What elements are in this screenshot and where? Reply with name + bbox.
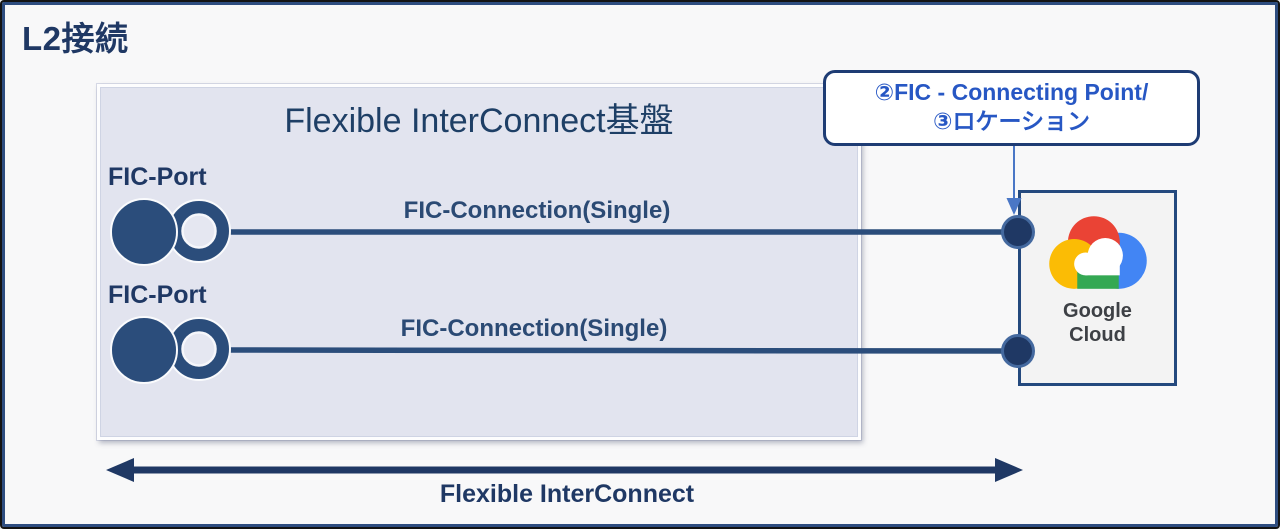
callout-box: ②FIC - Connecting Point/ ③ロケーション [823, 70, 1200, 146]
double-arrow-icon [106, 458, 1023, 482]
platform-box-title: Flexible InterConnect基盤 [284, 102, 674, 140]
page-title: L2接続 [22, 20, 129, 57]
fic-connection-label-1: FIC-Connection(Single) [403, 197, 671, 224]
cloud-provider-name: Google Cloud [1063, 300, 1132, 347]
callout-line1: ②FIC - Connecting Point/ [874, 79, 1149, 105]
cloud-provider-name-line1: Google [1063, 300, 1132, 322]
flexible-interconnect-span-label: Flexible InterConnect [439, 480, 695, 508]
flexible-interconnect-platform-box: Flexible InterConnect基盤 [97, 84, 861, 440]
fic-connection-label-2: FIC-Connection(Single) [400, 315, 668, 342]
fic-port-label-2: FIC-Port [108, 281, 207, 309]
callout-line2: ③ロケーション [932, 107, 1090, 134]
google-cloud-box: Google Cloud [1018, 190, 1177, 386]
google-cloud-logo-icon [1048, 216, 1147, 289]
cloud-provider-name-line2: Cloud [1069, 323, 1126, 346]
fic-port-label-1: FIC-Port [108, 163, 207, 191]
